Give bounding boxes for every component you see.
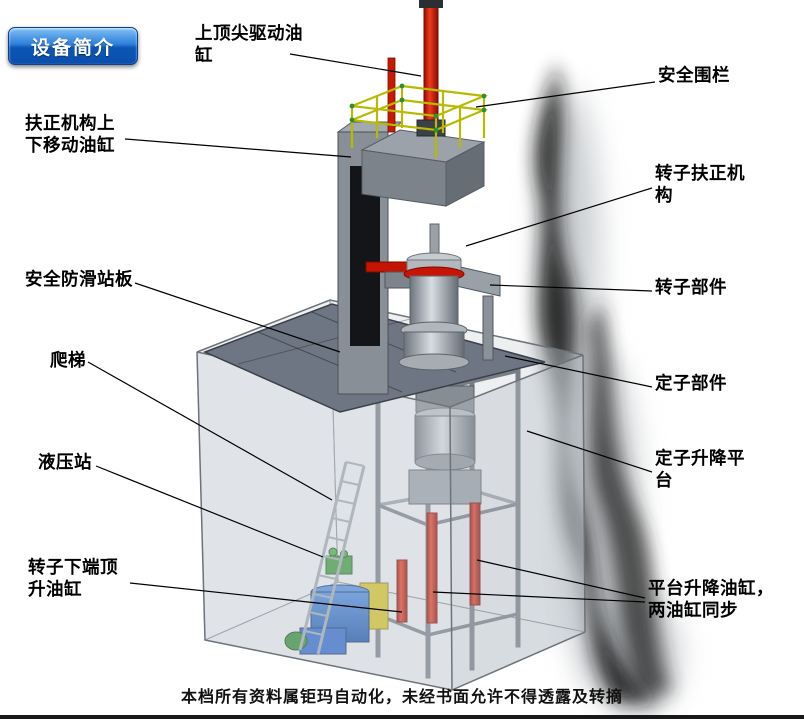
enclosure-edges [196, 299, 586, 691]
smoke-shadow [535, 62, 680, 715]
platform-lift-cylinders [426, 502, 481, 624]
label-safety-fence: 安全围栏 [658, 65, 730, 85]
label-top-drive-cylinder: 上顶尖驱动油 缸 [195, 23, 303, 66]
label-platform-lift-cylinders: 平台升降油缸， 两油缸同步 [648, 578, 774, 621]
label-ladder: 爬梯 [50, 350, 86, 370]
ladder-graphic [298, 461, 366, 655]
label-stator-lift-platform: 定子升降平 台 [655, 448, 745, 491]
machine-head [360, 129, 486, 207]
leader-lines [87, 53, 656, 613]
top-drive-cylinder-graphic [387, 0, 446, 137]
label-stator-component: 定子部件 [655, 373, 727, 393]
footer-disclaimer: 本档所有资料属钜玛自动化，未经书面允许不得透露及转摘 [180, 689, 623, 706]
fence-clamps [349, 83, 487, 133]
rotor-assembly [398, 223, 470, 371]
label-rotor-centering-mechanism: 转子扶正机 构 [655, 163, 745, 206]
enclosure-front [197, 352, 585, 690]
bottom-edge-bar [0, 715, 804, 719]
label-rotor-component: 转子部件 [655, 277, 727, 297]
safety-fence-graphic [350, 84, 489, 158]
label-rotor-bottom-jack: 转子下端顶 升油缸 [28, 557, 118, 600]
label-hydraulic-station: 液压站 [38, 452, 92, 472]
rotor-jack-cylinder [396, 559, 408, 623]
title-badge: 设备简介 [8, 27, 138, 65]
label-anti-slip-platform: 安全防滑站板 [25, 269, 133, 289]
label-centering-updown-cylinder: 扶正机构上 下移动油缸 [25, 113, 115, 156]
